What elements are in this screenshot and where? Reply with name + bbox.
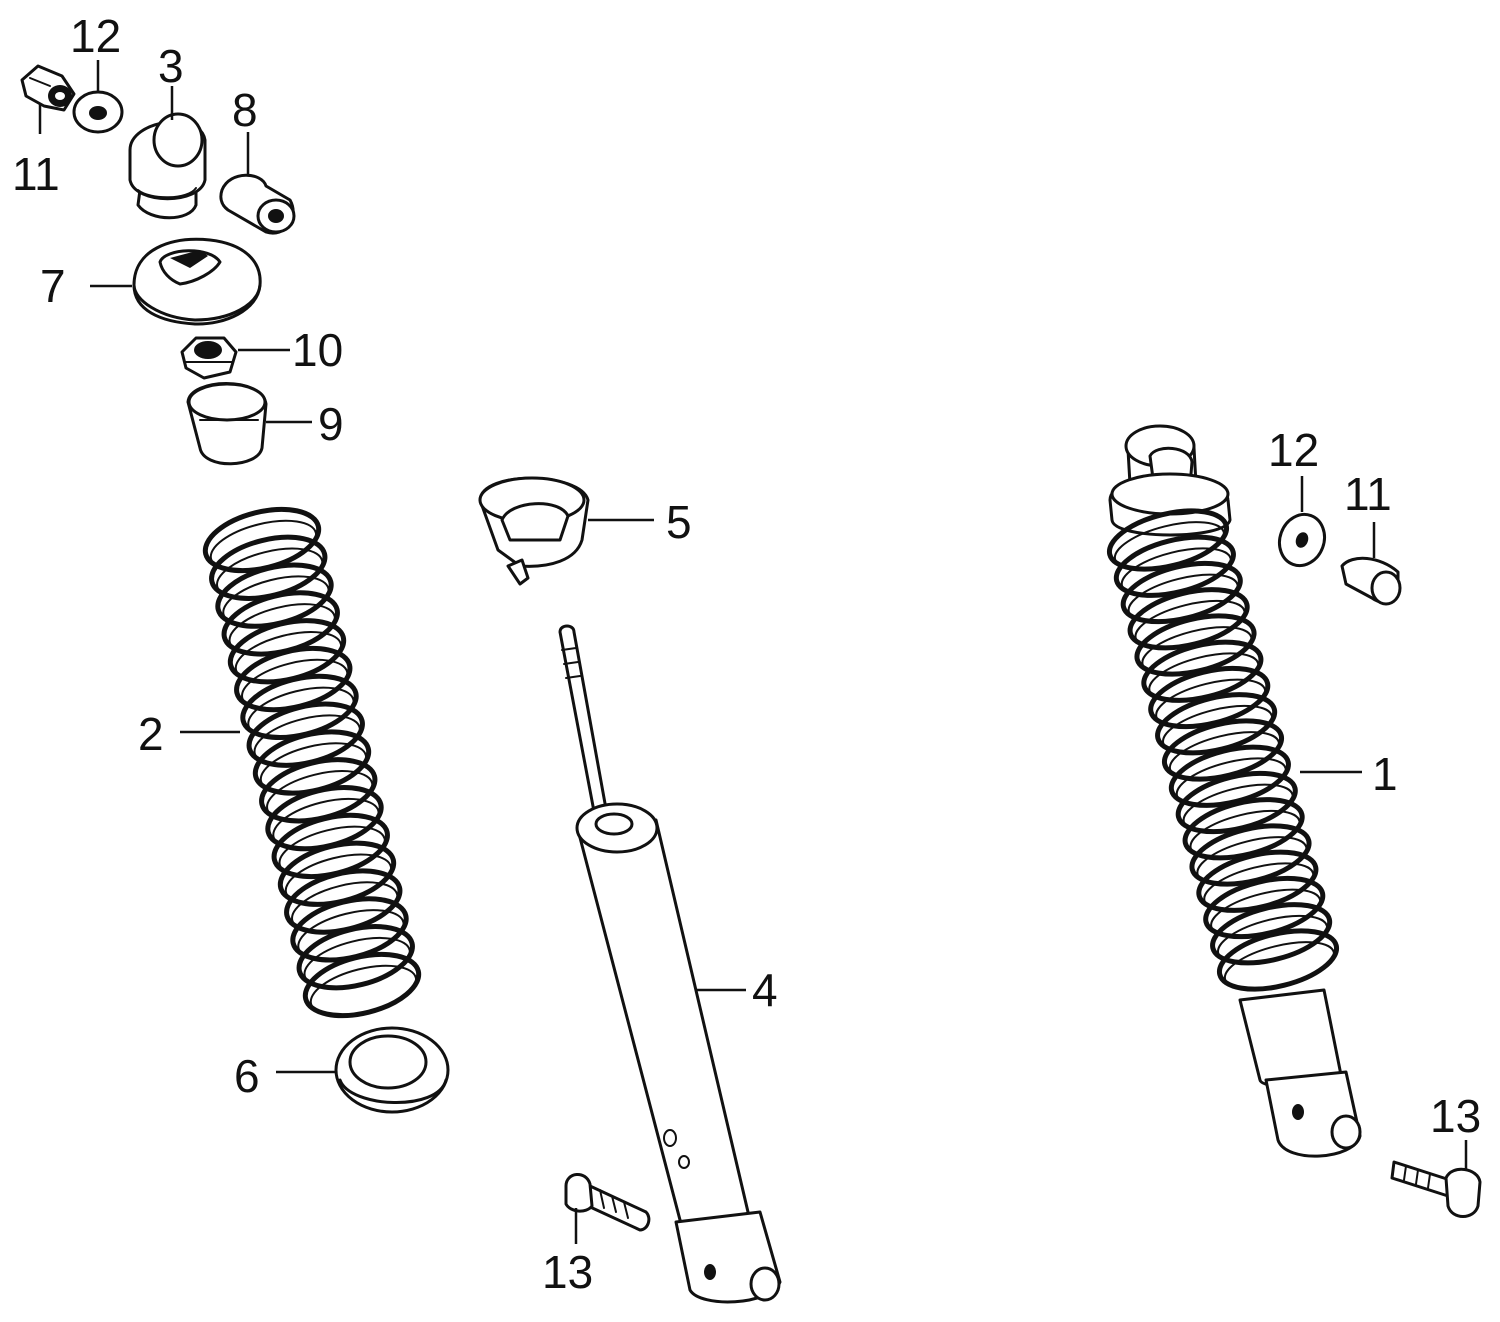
spring-2-coil-inner [309, 964, 418, 1017]
part-2-coil-spring [202, 506, 422, 1019]
callout-5: 5 [666, 496, 692, 548]
part-13-bolt-right [1390, 1160, 1482, 1218]
part-1-shock-absorber [1106, 424, 1340, 992]
part-4-damper [558, 624, 782, 1304]
callout-1: 1 [1372, 748, 1398, 800]
part-7-spring-seat [132, 237, 262, 326]
spring-1-coil-inner [1223, 941, 1336, 991]
part-13-bolt-left [564, 1173, 651, 1232]
part-11-cap-nut-top [20, 64, 76, 112]
part-8-collar [219, 173, 296, 235]
part-6-ring [334, 1026, 450, 1114]
callout-3: 3 [158, 40, 184, 92]
callout-12-top: 12 [70, 10, 121, 62]
part-9-cap [186, 382, 268, 466]
part-5-adjuster [478, 476, 590, 586]
callout-9: 9 [318, 398, 344, 450]
callout-10: 10 [292, 324, 343, 376]
part-3-bushing [128, 112, 207, 220]
part-12-washer-right [1277, 512, 1327, 568]
spring-2-coil-inner [303, 936, 411, 990]
callout-13-left: 13 [542, 1246, 593, 1298]
callout-7: 7 [40, 260, 66, 312]
callout-4: 4 [752, 964, 778, 1016]
callout-13-right: 13 [1430, 1090, 1481, 1142]
spring-1-coil-inner [1217, 914, 1329, 965]
callout-12-right: 12 [1268, 424, 1319, 476]
callout-11-top: 11 [12, 148, 60, 200]
part-1-eye-hole [1330, 1114, 1362, 1150]
callout-8: 8 [232, 84, 258, 136]
part-11-cap-nut-right [1340, 556, 1402, 606]
callout-2: 2 [138, 708, 164, 760]
callout-6: 6 [234, 1050, 260, 1102]
callout-11-right: 11 [1344, 468, 1392, 520]
part-10-nut [180, 336, 238, 380]
part-1-eye-dot [1292, 1104, 1304, 1120]
part-12-washer-top [72, 90, 124, 134]
